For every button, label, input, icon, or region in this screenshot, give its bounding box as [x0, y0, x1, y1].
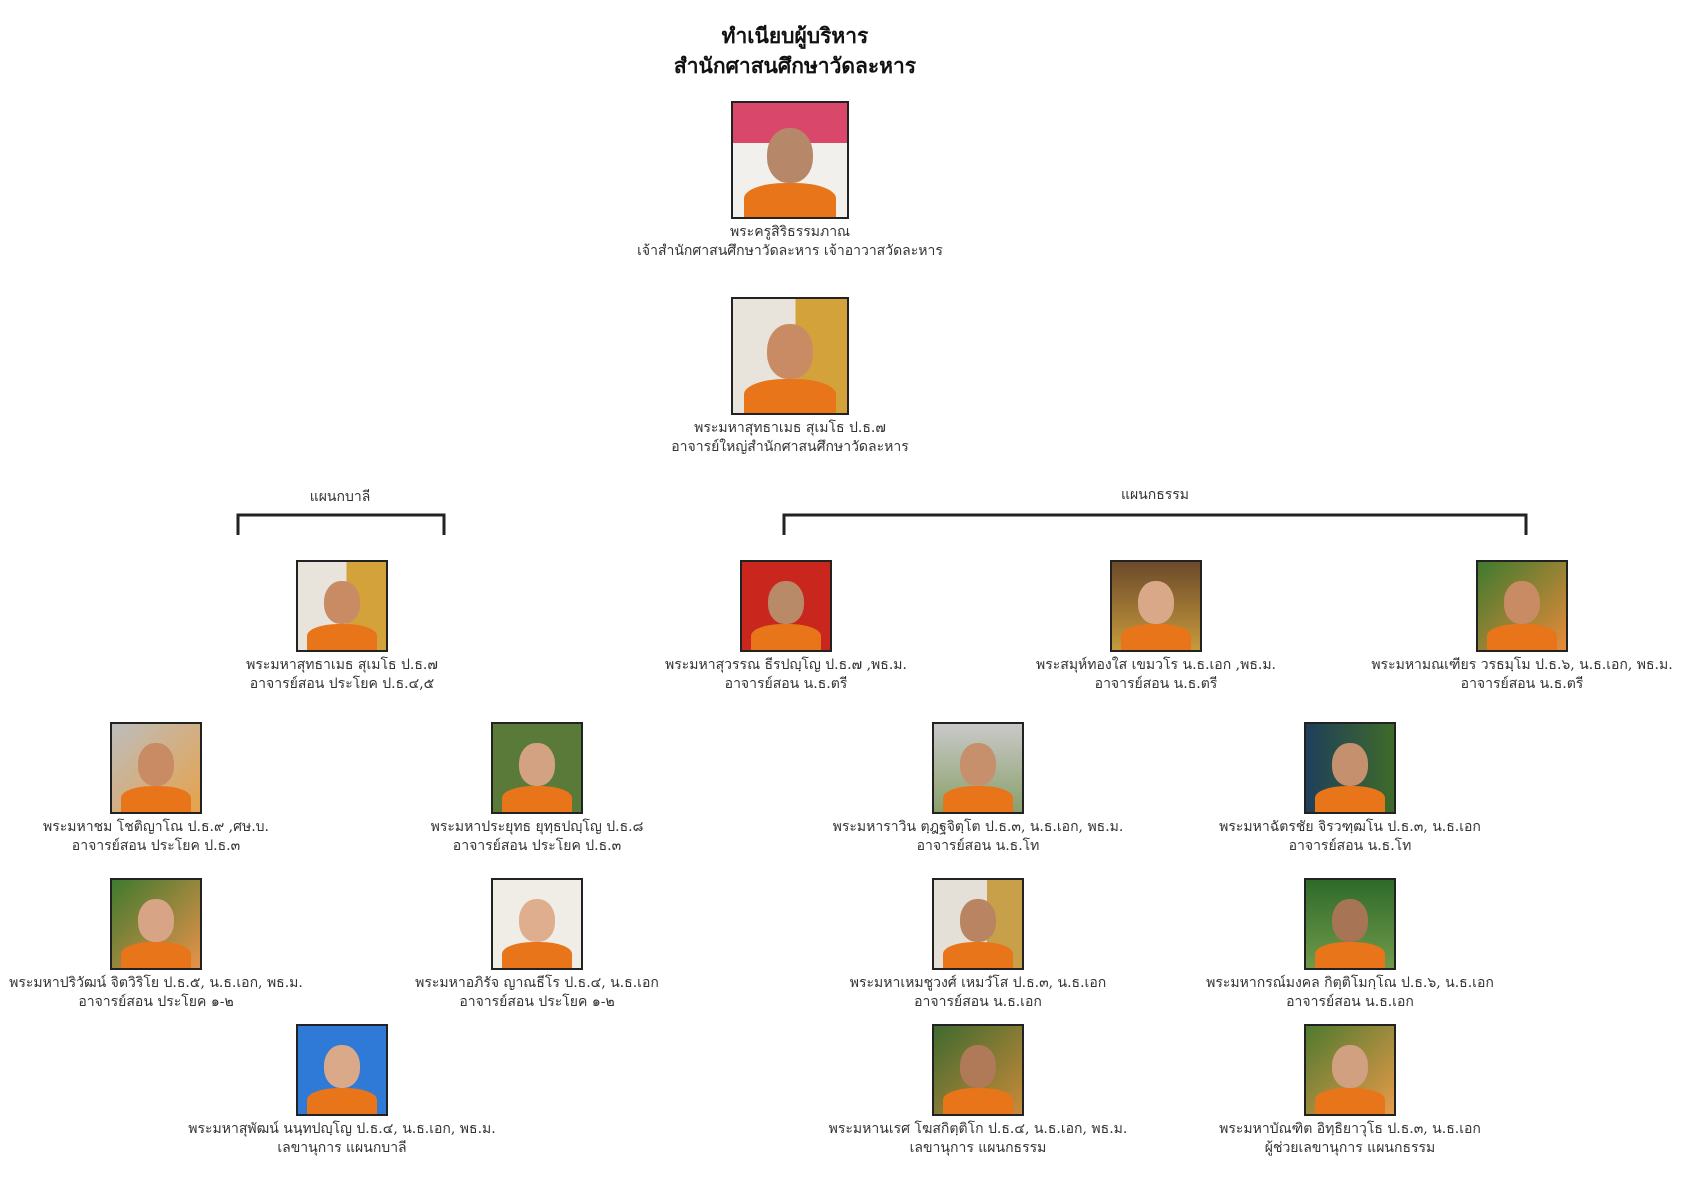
- person-name: พระครูสิริธรรมภาณ: [729, 224, 851, 240]
- person-role: อาจารย์ใหญ่สำนักศาสนศึกษาวัดละหาร: [671, 439, 909, 455]
- person-name: พระมหาเหมชูวงศ์ เหมวํโส ป.ธ.๓, น.ธ.เอก: [849, 975, 1107, 991]
- portrait-photo: [932, 1024, 1024, 1116]
- person-name: พระมหาฉัตรชัย จิรวฑฺฒโน ป.ธ.๓, น.ธ.เอก: [1219, 819, 1481, 835]
- person-card-pali-secretary: พระมหาสุพัฒน์ นนฺทปญฺโญ ป.ธ.๔, น.ธ.เอก, …: [182, 1024, 502, 1158]
- dhamma-bracket: [782, 513, 1528, 535]
- person-role: ผู้ช่วยเลขานุการ แผนกธรรม: [1264, 1140, 1436, 1156]
- person-name: พระมหาปริวัฒน์ จิตวิริโย ป.ธ.๕, น.ธ.เอก,…: [9, 975, 303, 991]
- person-role: เจ้าสำนักศาสนศึกษาวัดละหาร เจ้าอาวาสวัดล…: [637, 243, 943, 259]
- portrait-photo: [1110, 560, 1202, 652]
- page-subtitle: สำนักศาสนศึกษาวัดละหาร: [673, 53, 917, 78]
- portrait-photo: [296, 1024, 388, 1116]
- person-name: พระมหาประยุทธ ยุทฺธปญฺโญ ป.ธ.๘: [430, 819, 644, 835]
- person-role: เลขานุการ แผนกบาลี: [277, 1140, 407, 1156]
- person-role: อาจารย์สอน น.ธ.ตรี: [1460, 676, 1584, 692]
- portrait-photo: [110, 722, 202, 814]
- person-card-dhamma-head-3: พระมหามณเฑียร วรธมฺโม ป.ธ.๖, น.ธ.เอก, พธ…: [1362, 560, 1682, 694]
- person-card-dhamma-secretary: พระมหานเรศ โฆสกิตฺติโก ป.ธ.๔, น.ธ.เอก, พ…: [818, 1024, 1138, 1158]
- person-role: อาจารย์สอน น.ธ.ตรี: [1094, 676, 1218, 692]
- portrait-photo: [932, 878, 1024, 970]
- portrait-photo: [1304, 1024, 1396, 1116]
- person-role: อาจารย์สอน น.ธ.โท: [1288, 838, 1412, 854]
- portrait-photo: [932, 722, 1024, 814]
- person-name: พระมหาสุพัฒน์ นนฺทปญฺโญ ป.ธ.๔, น.ธ.เอก, …: [188, 1121, 496, 1137]
- person-role: อาจารย์สอน น.ธ.โท: [916, 838, 1040, 854]
- person-card-abbot: พระครูสิริธรรมภาณ เจ้าสำนักศาสนศึกษาวัดล…: [590, 101, 990, 261]
- portrait-photo: [110, 878, 202, 970]
- portrait-photo: [1476, 560, 1568, 652]
- person-card-dhamma-head-2: พระสมุห์ทองใส เขมวโร น.ธ.เอก ,พธ.ม. อาจา…: [1006, 560, 1306, 694]
- person-name: พระมหากรณ์มงคล กิตฺติโมกฺโณ ป.ธ.๖, น.ธ.เ…: [1206, 975, 1494, 991]
- person-name: พระมหาสุทธาเมธ สุเมโธ ป.ธ.๗: [246, 657, 438, 673]
- person-role: อาจารย์สอน ประโยค ป.ธ.๓: [452, 838, 622, 854]
- person-name: พระมหาราวิน ตฺฎฐจิตฺโต ป.ธ.๓, น.ธ.เอก, พ…: [832, 819, 1124, 835]
- person-card-pali-1: พระมหาชม โชติญาโณ ป.ธ.๙ ,ศษ.บ. อาจารย์สอ…: [36, 722, 276, 856]
- person-card-pali-2: พระมหาประยุทธ ยุทฺธปญฺโญ ป.ธ.๘ อาจารย์สอ…: [407, 722, 667, 856]
- person-role: อาจารย์สอน น.ธ.เอก: [1286, 994, 1414, 1010]
- person-card-dhamma-assistant-secretary: พระมหาบัณฑิต อิทฺธิยาวุโธ ป.ธ.๓, น.ธ.เอก…: [1210, 1024, 1490, 1158]
- person-role: อาจารย์สอน น.ธ.ตรี: [724, 676, 848, 692]
- dept-label-dhamma: แผนกธรรม: [1120, 487, 1190, 503]
- person-role: อาจารย์สอน ประโยค ๑-๒: [78, 994, 234, 1010]
- portrait-photo: [731, 297, 849, 415]
- person-name: พระมหามณเฑียร วรธมฺโม ป.ธ.๖, น.ธ.เอก, พธ…: [1371, 657, 1673, 673]
- person-card-dhamma-4: พระมหากรณ์มงคล กิตฺติโมกฺโณ ป.ธ.๖, น.ธ.เ…: [1205, 878, 1495, 1012]
- person-card-pali-4: พระมหาอภิรัจ ญาณธีโร ป.ธ.๔, น.ธ.เอก อาจา…: [407, 878, 667, 1012]
- portrait-photo: [1304, 878, 1396, 970]
- person-role: อาจารย์สอน ประโยค ๑-๒: [459, 994, 615, 1010]
- portrait-photo: [731, 101, 849, 219]
- person-card-dhamma-head-1: พระมหาสุวรรณ ธีรปญฺโญ ป.ธ.๗ ,พธ.ม. อาจาร…: [646, 560, 926, 694]
- person-role: อาจารย์สอน ประโยค ป.ธ.๔,๕: [249, 676, 435, 692]
- portrait-photo: [296, 560, 388, 652]
- pali-bracket: [236, 513, 446, 535]
- person-name: พระมหาบัณฑิต อิทฺธิยาวุโธ ป.ธ.๓, น.ธ.เอก: [1219, 1121, 1481, 1137]
- person-name: พระมหาสุวรรณ ธีรปญฺโญ ป.ธ.๗ ,พธ.ม.: [665, 657, 907, 673]
- portrait-photo: [491, 878, 583, 970]
- person-card-principal: พระมหาสุทธาเมธ สุเมโธ ป.ธ.๗ อาจารย์ใหญ่ส…: [590, 297, 990, 457]
- portrait-photo: [1304, 722, 1396, 814]
- person-name: พระมหาชม โชติญาโณ ป.ธ.๙ ,ศษ.บ.: [42, 819, 270, 835]
- person-name: พระสมุห์ทองใส เขมวโร น.ธ.เอก ,พธ.ม.: [1036, 657, 1276, 673]
- person-card-dhamma-2: พระมหาฉัตรชัย จิรวฑฺฒโน ป.ธ.๓, น.ธ.เอก อ…: [1210, 722, 1490, 856]
- portrait-photo: [491, 722, 583, 814]
- person-role: อาจารย์สอน น.ธ.เอก: [914, 994, 1042, 1010]
- person-name: พระมหานเรศ โฆสกิตฺติโก ป.ธ.๔, น.ธ.เอก, พ…: [828, 1121, 1128, 1137]
- page-title: ทำเนียบผู้บริหาร: [721, 23, 869, 48]
- person-card-dhamma-1: พระมหาราวิน ตฺฎฐจิตฺโต ป.ธ.๓, น.ธ.เอก, พ…: [818, 722, 1138, 856]
- portrait-photo: [740, 560, 832, 652]
- person-card-dhamma-3: พระมหาเหมชูวงศ์ เหมวํโส ป.ธ.๓, น.ธ.เอก อ…: [833, 878, 1123, 1012]
- person-role: เลขานุการ แผนกธรรม: [909, 1140, 1047, 1156]
- person-name: พระมหาอภิรัจ ญาณธีโร ป.ธ.๔, น.ธ.เอก: [415, 975, 659, 991]
- person-name: พระมหาสุทธาเมธ สุเมโธ ป.ธ.๗: [694, 420, 886, 436]
- person-card-pali-3: พระมหาปริวัฒน์ จิตวิริโย ป.ธ.๕, น.ธ.เอก,…: [6, 878, 306, 1012]
- person-card-pali-head: พระมหาสุทธาเมธ สุเมโธ ป.ธ.๗ อาจารย์สอน ป…: [192, 560, 492, 694]
- person-role: อาจารย์สอน ประโยค ป.ธ.๓: [71, 838, 241, 854]
- dept-label-pali: แผนกบาลี: [309, 489, 371, 505]
